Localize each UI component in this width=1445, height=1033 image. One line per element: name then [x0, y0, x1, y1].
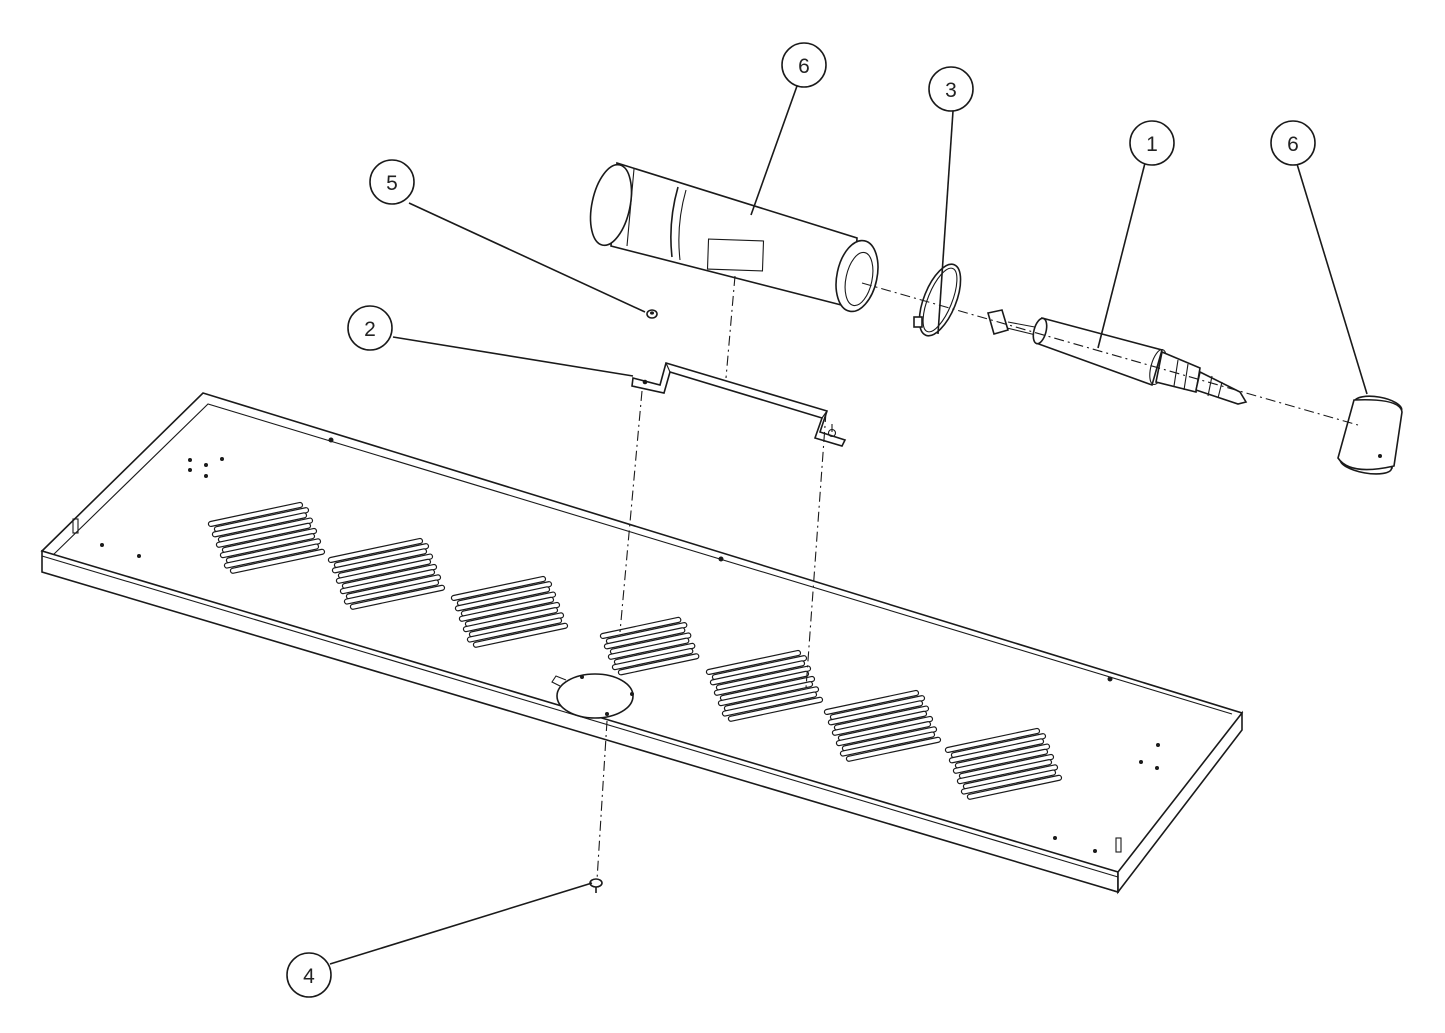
louver-slot	[219, 533, 316, 559]
louver-slot	[617, 653, 700, 676]
callout-3: 3	[928, 66, 974, 112]
louver-slot	[207, 501, 304, 528]
louver-vents	[207, 501, 1063, 800]
center-opening	[551, 673, 634, 719]
louver-slot	[450, 575, 547, 602]
end-cap	[1337, 395, 1403, 475]
svg-text:3: 3	[945, 79, 957, 102]
clamp-ring	[913, 263, 962, 337]
louver-slot	[466, 617, 563, 643]
louver-slot	[966, 774, 1063, 800]
svg-text:5: 5	[386, 172, 398, 195]
louver-slot	[839, 731, 936, 757]
callout-6-top: 6	[781, 42, 827, 88]
tube-housing	[589, 161, 879, 313]
louver-slot	[960, 769, 1057, 795]
svg-text:6: 6	[798, 55, 810, 78]
louver-slot	[339, 569, 436, 595]
louver-slot	[713, 670, 810, 696]
louver-slot	[835, 721, 932, 747]
svg-text:2: 2	[364, 318, 376, 341]
louver-slot	[717, 681, 814, 707]
louver-slot	[944, 727, 1041, 754]
louver-slot	[845, 736, 942, 762]
louver-slot	[472, 622, 569, 648]
louver-slot	[709, 660, 806, 686]
louver-slot	[607, 637, 690, 660]
louver-slot	[705, 649, 802, 676]
louver-slot	[229, 548, 326, 574]
louver-slot	[458, 596, 555, 622]
louver-slot	[327, 537, 424, 564]
leader-lines	[329, 85, 1368, 965]
heating-element	[986, 309, 1248, 405]
callout-4: 4	[286, 952, 332, 998]
callout-2: 2	[347, 305, 393, 351]
louver-slot	[211, 512, 308, 538]
louver-slot	[948, 738, 1045, 764]
svg-text:1: 1	[1146, 133, 1158, 156]
louver-slot	[454, 586, 551, 612]
louver-slot	[223, 543, 320, 569]
louver-slot	[331, 548, 428, 574]
louver-slot	[599, 616, 682, 640]
louver-slot	[827, 700, 924, 726]
assembly-axes	[596, 275, 1359, 881]
louver-slot	[215, 522, 312, 548]
svg-text:4: 4	[303, 965, 315, 988]
louver-slot	[603, 627, 686, 650]
louver-slot	[611, 648, 694, 671]
louver-slot	[956, 759, 1053, 785]
callout-5: 5	[369, 159, 415, 205]
louver-slot	[721, 691, 818, 717]
mounting-bracket	[631, 361, 847, 447]
screw	[589, 878, 603, 893]
louver-slot	[335, 558, 432, 584]
louver-slot	[952, 748, 1049, 774]
louver-slot	[462, 607, 559, 633]
svg-text:6: 6	[1287, 133, 1299, 156]
louver-slot	[823, 689, 920, 716]
nut	[646, 309, 658, 319]
base-tray	[40, 392, 1244, 895]
louver-slot	[727, 696, 824, 722]
louver-slot	[831, 710, 928, 736]
callout-1: 1	[1129, 120, 1175, 166]
louver-slot	[343, 579, 440, 605]
callout-6-right: 6	[1270, 120, 1316, 166]
louver-slot	[349, 584, 446, 610]
